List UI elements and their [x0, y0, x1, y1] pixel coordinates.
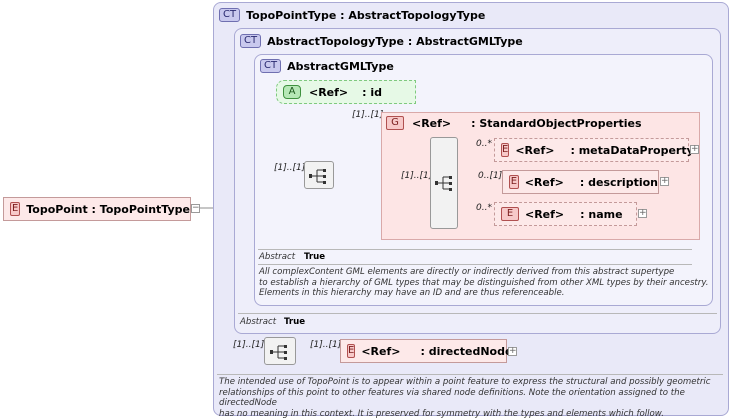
group-header: G <Ref> : StandardObjectProperties — [386, 116, 642, 130]
ct-label: AbstractGMLType — [287, 59, 394, 73]
sequence-cardinality: [1]..[1] — [233, 340, 265, 350]
sequence-icon — [309, 169, 326, 184]
group-badge: G — [386, 116, 404, 130]
inner-sequence-compositor[interactable] — [430, 137, 458, 229]
doc-line: All complexContent GML elements are dire… — [259, 267, 675, 277]
element-badge: E — [501, 207, 519, 221]
element-description[interactable]: E <Ref> : description — [502, 170, 659, 194]
documentation-topopoint: The intended use of TopoPoint is to appe… — [219, 377, 732, 419]
expand-toggle[interactable]: + — [690, 144, 699, 154]
ct-header-topopointtype: CT TopoPointType : AbstractTopologyType — [219, 8, 485, 22]
property-value: True — [284, 317, 306, 327]
separator — [217, 374, 723, 375]
property-label: Abstract — [259, 252, 296, 262]
doc-line: relationships of this point to other fea… — [219, 387, 685, 409]
doc-line: Elements in this hierarchy may have an I… — [259, 288, 565, 298]
root-element-topopoint[interactable]: E TopoPoint : TopoPointType — [3, 197, 191, 221]
ct-badge: CT — [240, 34, 262, 48]
sequence-cardinality: [1]..[1] — [274, 163, 306, 173]
doc-line: has no meaning in this context. It is pr… — [219, 408, 665, 419]
ct-header-abstracttopologytype: CT AbstractTopologyType : AbstractGMLTyp… — [240, 34, 523, 48]
element-metadataproperty[interactable]: E <Ref> : metaDataProperty — [494, 138, 694, 162]
element-ref: <Ref> — [524, 175, 564, 189]
element-badge: E — [347, 344, 356, 358]
root-element-label: TopoPoint : TopoPointType — [26, 202, 190, 216]
group-name: : StandardObjectProperties — [471, 116, 642, 130]
ct-label: TopoPointType : AbstractTopologyType — [246, 8, 486, 22]
doc-line: The intended use of TopoPoint is to appe… — [219, 377, 711, 387]
element-badge: E — [501, 143, 510, 157]
attribute-id[interactable]: A <Ref> : id — [276, 80, 416, 104]
expand-toggle[interactable]: + — [638, 208, 647, 218]
element-ref: <Ref> — [525, 207, 565, 221]
ct-label: AbstractTopologyType : AbstractGMLType — [267, 34, 523, 48]
sequence-compositor[interactable] — [264, 337, 296, 365]
element-badge: E — [10, 202, 21, 216]
element-name: : directedNode — [420, 344, 513, 358]
element-directednode[interactable]: E <Ref> : directedNode — [340, 339, 512, 363]
element-ref: <Ref> — [515, 143, 555, 157]
element-cardinality: 0..* — [476, 139, 492, 149]
sequence-compositor[interactable] — [304, 161, 334, 189]
collapse-toggle[interactable]: − — [191, 203, 200, 213]
separator — [258, 249, 692, 250]
element-ref: <Ref> — [361, 344, 401, 358]
sequence-icon — [435, 176, 452, 191]
ct-header-abstractgmltype: CT AbstractGMLType — [260, 59, 394, 73]
sequence-icon — [270, 345, 287, 360]
expand-toggle[interactable]: + — [508, 346, 517, 356]
group-ref: <Ref> — [412, 116, 452, 130]
documentation-abstractgmltype: All complexContent GML elements are dire… — [259, 267, 708, 299]
property-label: Abstract — [240, 317, 277, 327]
group-cardinality: [1]..[1] — [352, 110, 384, 120]
element-cardinality: 0..* — [476, 203, 492, 213]
element-name[interactable]: E <Ref> : name — [494, 202, 637, 226]
ct-badge: CT — [260, 59, 282, 73]
separator — [258, 264, 692, 265]
element-name: : metaDataProperty — [570, 143, 694, 157]
element-badge: E — [509, 175, 519, 189]
attribute-badge: A — [283, 85, 301, 99]
property-value: True — [304, 252, 326, 262]
ct-badge: CT — [219, 8, 241, 22]
element-cardinality: [1]..[1] — [310, 340, 342, 350]
separator — [238, 313, 717, 314]
attribute-ref: <Ref> — [309, 85, 349, 99]
expand-toggle[interactable]: + — [660, 176, 669, 186]
doc-line: to establish a hierarchy of GML types th… — [259, 277, 709, 288]
element-cardinality: 0..[1] — [478, 171, 503, 181]
element-name: : description — [579, 175, 658, 189]
attribute-name: : id — [362, 85, 383, 99]
element-name-label: : name — [580, 207, 623, 221]
inner-sequence-cardinality: [1]..[1] — [401, 171, 433, 181]
